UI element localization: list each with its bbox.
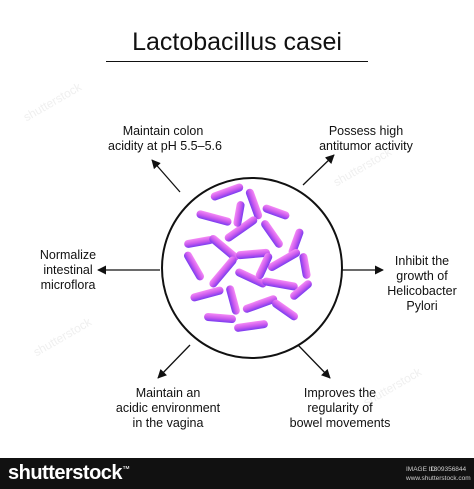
bacterium — [299, 253, 311, 279]
label-line: Possess high — [328, 124, 404, 138]
bacterium — [288, 228, 304, 256]
image-id-value: 1309356844 — [430, 466, 467, 473]
bacterium — [210, 183, 244, 201]
bacterium — [233, 201, 245, 227]
bacterium — [226, 285, 240, 315]
diagram-title: Lactobacillus casei — [132, 28, 342, 56]
label-line: regularity of — [307, 401, 373, 415]
arrow-bottom-right — [297, 344, 331, 379]
bacteria-circle — [161, 177, 343, 359]
bacterium — [242, 295, 278, 313]
bacterium — [204, 312, 236, 324]
label-inhibit-helicobacter: Inhibit the growth of Helicobacter Pylor… — [380, 254, 464, 314]
bacterium — [255, 252, 273, 280]
bacterium — [190, 286, 224, 302]
label-line: Pylori — [406, 299, 438, 313]
bacterium — [236, 248, 270, 260]
label-line: intestinal — [43, 263, 93, 277]
label-vagina-acidity: Maintain an acidic environment in the va… — [108, 386, 228, 431]
bacterium — [209, 235, 239, 261]
arrow-top-left — [151, 159, 181, 193]
bacterium — [267, 249, 301, 271]
site-url: www.shutterstock.com — [406, 475, 471, 482]
bacterium — [261, 220, 283, 248]
bacterium — [245, 188, 263, 220]
bacterium — [234, 320, 268, 332]
label-bowel-regularity: Improves the regularity of bowel movemen… — [280, 386, 400, 431]
bacterium — [184, 251, 204, 281]
label-maintain-colon-acidity: Maintain colon acidity at pH 5.5–5.6 — [108, 124, 222, 154]
label-line: antitumor activity — [319, 139, 413, 153]
label-line: microflora — [40, 278, 96, 292]
label-antitumor-activity: Possess high antitumor activity — [306, 124, 426, 154]
bacterium — [290, 280, 312, 300]
arrow-top-right — [302, 154, 335, 186]
label-line: acidic environment — [115, 401, 221, 415]
image-id-label: IMAGE ID: — [406, 466, 438, 473]
brand-name: shutterstock — [8, 462, 123, 484]
label-line: Maintain colon — [122, 124, 204, 138]
bacterium — [262, 277, 298, 291]
bacterium — [271, 299, 299, 321]
label-line: Inhibit the — [394, 254, 450, 268]
bacterium — [224, 216, 258, 242]
label-normalize-microflora: Normalize intestinal microflora — [28, 248, 108, 293]
label-line: Improves the — [303, 386, 377, 400]
bacterium — [235, 268, 267, 288]
bacterium — [262, 204, 290, 220]
label-line: in the vagina — [132, 416, 204, 430]
label-line: Normalize — [39, 248, 97, 262]
bacterium — [184, 236, 214, 248]
brand-logo: shutterstock™ — [8, 462, 130, 484]
arrow-bottom-left — [157, 344, 191, 379]
label-line: bowel movements — [289, 416, 391, 430]
bacteria-cluster — [184, 183, 312, 332]
bacterium — [209, 256, 237, 288]
title-underline — [106, 61, 368, 62]
stock-footer-bar: shutterstock™ IMAGE ID: 1309356844 www.s… — [0, 458, 474, 489]
label-line: Helicobacter — [387, 284, 457, 298]
bacterium — [196, 210, 232, 226]
label-line: growth of — [396, 269, 448, 283]
label-line: acidity at pH 5.5–5.6 — [108, 139, 222, 153]
label-line: Maintain an — [135, 386, 201, 400]
